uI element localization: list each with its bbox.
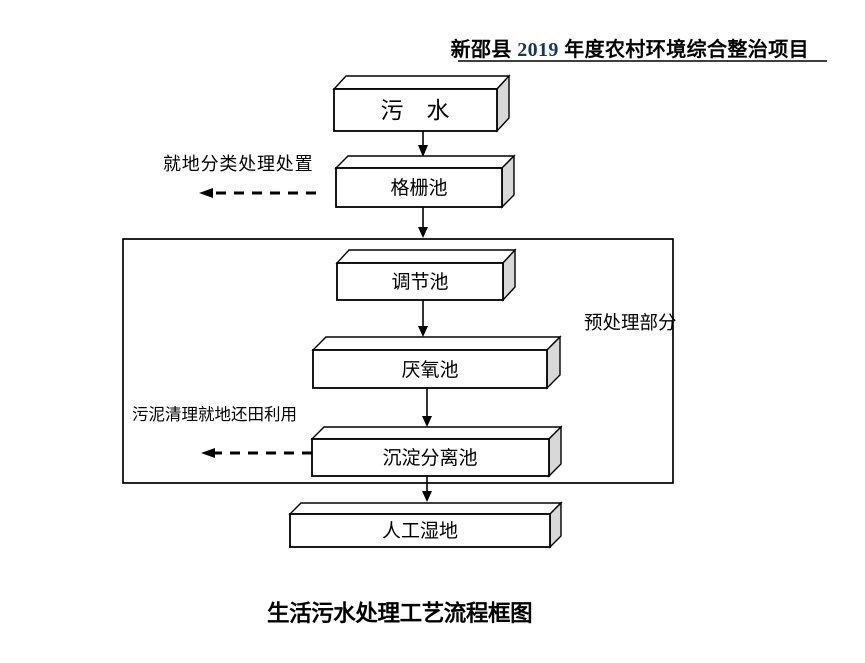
flow-arrow-5	[422, 476, 432, 502]
node-sedimentation-pool: 沉淀分离池	[310, 425, 563, 478]
arrow-head	[201, 448, 215, 458]
node-label: 厌氧池	[401, 359, 458, 381]
arrow-head	[418, 326, 428, 337]
box-front-face	[311, 438, 550, 477]
box-front-face	[289, 513, 551, 548]
flow-arrow-3	[418, 300, 428, 337]
flow-arrow-2	[418, 207, 428, 238]
box-top-face	[332, 75, 511, 90]
node-regulating-pool: 调节池	[335, 248, 517, 302]
flow-arrow-4	[422, 388, 432, 427]
node-anaerobic-pool: 厌氧池	[311, 335, 562, 390]
annotation-onsite-disposal: 就地分类处理处置	[163, 154, 313, 174]
flow-arrow-1	[418, 131, 428, 157]
document-title: 新邵县 2019 年度农村环境综合整治项目	[451, 37, 809, 61]
box-top-face	[335, 249, 517, 264]
node-constructed-wetland: 人工湿地	[288, 501, 563, 549]
arrow-head	[199, 188, 213, 198]
arrow-head	[418, 145, 428, 157]
box-top-face	[334, 155, 516, 169]
dashed-arrow-onsite	[199, 188, 316, 198]
pretreatment-group-label: 预处理部分	[584, 313, 677, 334]
arrow-head	[422, 491, 432, 502]
pretreatment-group-border	[122, 238, 674, 484]
box-top-face	[311, 336, 562, 351]
node-sewage: 污 水	[332, 74, 511, 133]
box-front-face	[333, 88, 498, 132]
arrow-head	[422, 416, 432, 427]
box-front-face	[312, 349, 548, 389]
node-label: 污 水	[381, 98, 450, 123]
node-label: 沉淀分离池	[382, 447, 477, 469]
node-label: 人工湿地	[382, 520, 458, 542]
annotation-sludge-reuse: 污泥清理就地还田利用	[132, 405, 297, 424]
box-top-face	[288, 502, 563, 515]
title-suffix: 年度农村环境综合整治项目	[559, 37, 809, 61]
title-year: 2019	[517, 39, 559, 61]
node-grid-pool: 格栅池	[334, 154, 516, 209]
box-top-face	[310, 426, 563, 440]
node-label: 格栅池	[390, 177, 447, 199]
title-prefix: 新邵县	[451, 37, 518, 61]
diagram-caption: 生活污水处理工艺流程框图	[267, 600, 532, 626]
arrow-head	[418, 227, 428, 238]
box-front-face	[336, 262, 504, 301]
node-label: 调节池	[391, 271, 448, 293]
box-front-face	[335, 167, 503, 208]
dashed-arrow-sludge	[201, 448, 312, 458]
